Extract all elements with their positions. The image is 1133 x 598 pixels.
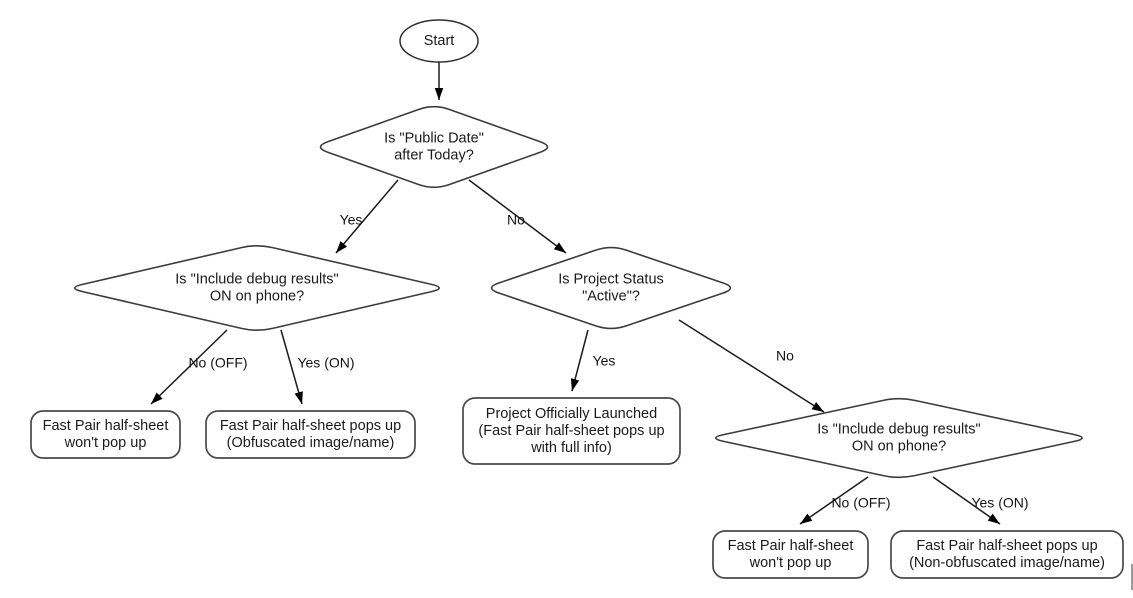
node-label: Is "Include debug results"ON on phone? bbox=[175, 271, 338, 304]
edge-e-debugright-nonobfuscated bbox=[932, 476, 1001, 525]
edge-e-publicdate-debugleft bbox=[335, 179, 399, 254]
edge-line bbox=[468, 179, 567, 254]
decision-diamond bbox=[490, 246, 732, 330]
node-label: Is "Public Date"after Today? bbox=[384, 130, 484, 163]
edge-e-projectstatus-launched bbox=[570, 329, 589, 392]
arrow-head-icon bbox=[987, 513, 1000, 524]
node-public_date[interactable]: Is "Public Date"after Today? bbox=[319, 105, 549, 189]
edge-line bbox=[932, 476, 1001, 525]
nodes-layer: Start Is "Public Date"after Today? Is "Inc… bbox=[30, 19, 1124, 579]
start-ellipse bbox=[399, 19, 479, 63]
edge-label-e-debugright-nopopup: No (OFF) bbox=[831, 495, 890, 511]
node-label: Fast Pair half-sheet pops up(Non-obfusca… bbox=[909, 538, 1105, 571]
terminal-box bbox=[712, 530, 869, 579]
node-label: Project Officially Launched(Fast Pair ha… bbox=[478, 406, 664, 456]
node-label: Fast Pair half-sheet pops up(Obfuscated … bbox=[220, 418, 401, 451]
arrow-head-icon bbox=[336, 241, 348, 253]
arrow-head-icon bbox=[151, 392, 163, 404]
decision-diamond bbox=[715, 397, 1083, 479]
edge-label-e-projectstatus-launched: Yes bbox=[593, 353, 616, 369]
arrow-head-icon bbox=[553, 242, 566, 253]
edge-line bbox=[678, 319, 825, 413]
edge-line bbox=[335, 179, 399, 254]
edge-label-e-debugright-nonobfuscated: Yes (ON) bbox=[971, 495, 1028, 511]
edge-label-e-publicdate-projectstatus: No bbox=[507, 212, 525, 228]
edge-e-debugleft-nopopup bbox=[150, 329, 228, 405]
edge-label-e-debugleft-obfuscated: Yes (ON) bbox=[297, 355, 354, 371]
terminal-box bbox=[462, 397, 681, 465]
edge-line bbox=[799, 476, 869, 525]
edge-line bbox=[150, 329, 228, 405]
terminal-box bbox=[205, 410, 416, 459]
edge-e-publicdate-projectstatus bbox=[468, 179, 567, 254]
node-obfuscated_popup[interactable]: Fast Pair half-sheet pops up(Obfuscated … bbox=[205, 410, 416, 459]
edge-label-e-publicdate-debugleft: Yes bbox=[340, 212, 363, 228]
decision-diamond bbox=[73, 245, 441, 331]
edge-e-projectstatus-debugright bbox=[678, 319, 825, 413]
arrow-head-icon bbox=[294, 391, 303, 404]
node-label: Is "Include debug results"ON on phone? bbox=[817, 421, 980, 454]
node-debug_right[interactable]: Is "Include debug results"ON on phone? bbox=[715, 397, 1083, 479]
terminal-box bbox=[890, 530, 1124, 579]
edge-e-debugleft-obfuscated bbox=[280, 329, 303, 405]
node-label: Is Project Status"Active"? bbox=[558, 271, 664, 304]
node-label: Start bbox=[424, 33, 455, 49]
arrow-head-icon bbox=[570, 378, 580, 391]
node-officially_launched[interactable]: Project Officially Launched(Fast Pair ha… bbox=[462, 397, 681, 465]
edge-line bbox=[280, 329, 303, 405]
edge-e-debugright-nopopup bbox=[799, 476, 869, 525]
edge-label-e-debugleft-nopopup: No (OFF) bbox=[188, 355, 247, 371]
page-edge-mark bbox=[1131, 564, 1133, 590]
arrow-head-icon bbox=[434, 88, 444, 100]
terminal-box bbox=[30, 410, 181, 459]
edge-e-start-publicdate bbox=[434, 62, 444, 100]
node-nonobfuscated_popup[interactable]: Fast Pair half-sheet pops up(Non-obfusca… bbox=[890, 530, 1124, 579]
edges-layer bbox=[150, 62, 1001, 525]
node-debug_left[interactable]: Is "Include debug results"ON on phone? bbox=[73, 245, 441, 331]
node-start[interactable]: Start bbox=[399, 19, 479, 63]
arrow-head-icon bbox=[800, 513, 813, 524]
decision-diamond bbox=[319, 105, 549, 189]
edge-label-e-projectstatus-debugright: No bbox=[776, 348, 794, 364]
node-project_status[interactable]: Is Project Status"Active"? bbox=[490, 246, 732, 330]
arrow-head-icon bbox=[811, 401, 824, 412]
